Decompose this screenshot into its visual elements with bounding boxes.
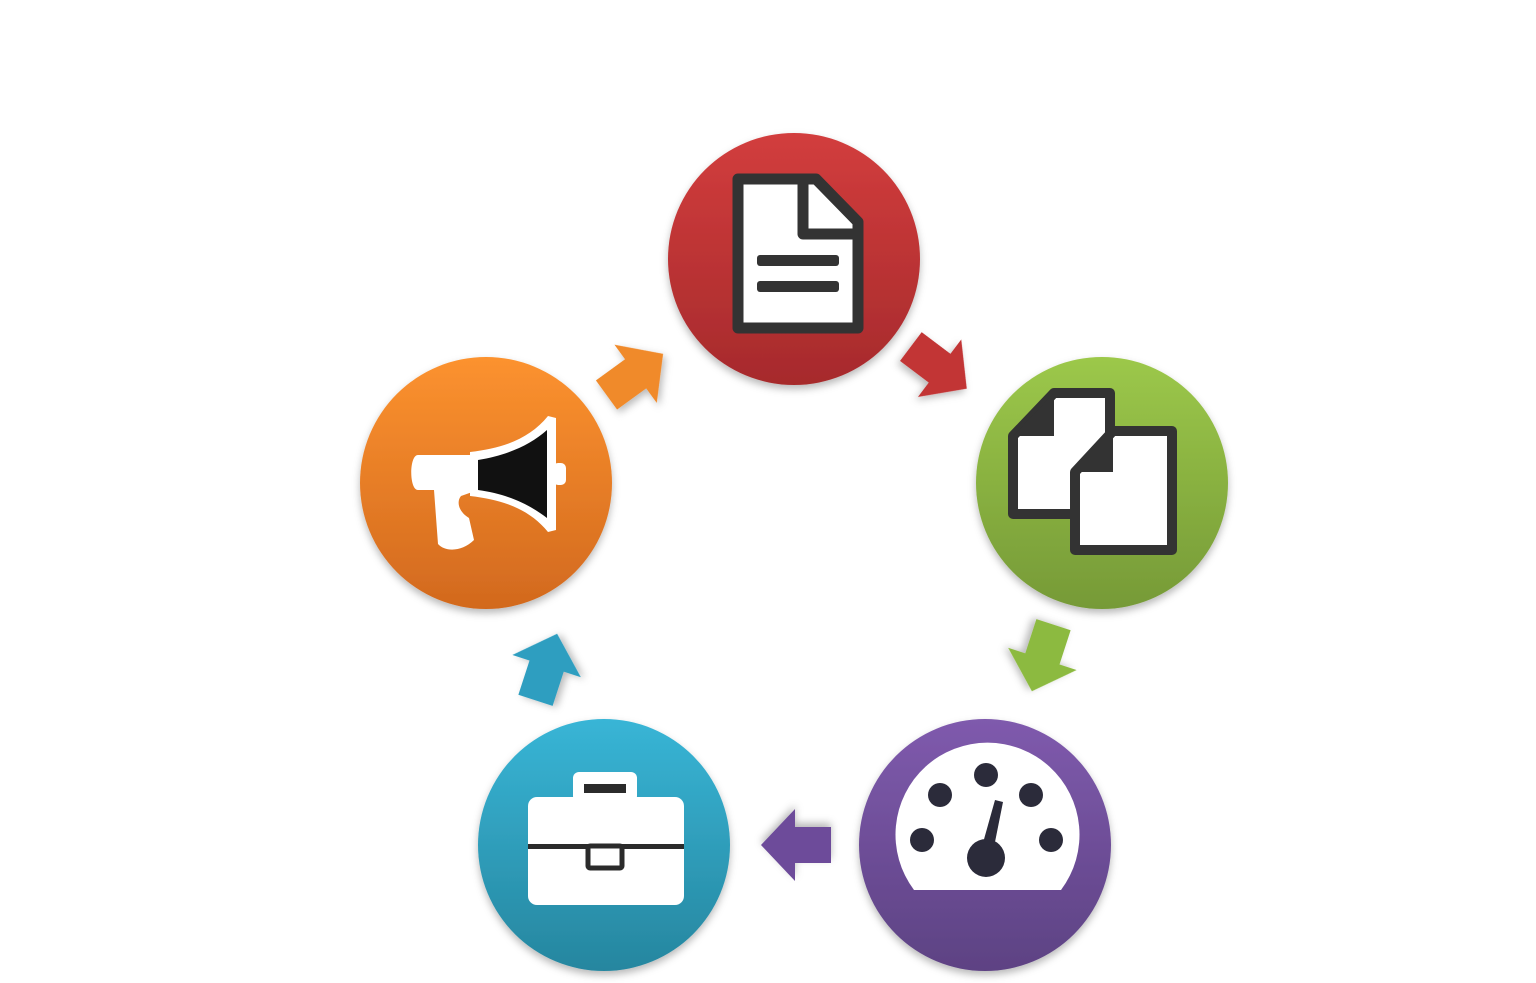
arrow-copy-to-dashboard — [997, 613, 1088, 703]
step-document — [668, 133, 920, 385]
step-copy — [976, 357, 1228, 609]
speedometer-icon — [895, 742, 1080, 890]
step-announce — [360, 357, 612, 609]
arrow-announce-to-document — [585, 324, 685, 425]
copy-documents-icon — [1008, 388, 1177, 555]
step-dashboard — [859, 719, 1111, 971]
arrow-dashboard-to-briefcase — [761, 809, 831, 881]
arrow-briefcase-to-announce — [501, 622, 592, 712]
arrow-document-to-copy — [889, 317, 989, 418]
document-icon — [732, 173, 864, 334]
step-briefcase — [478, 719, 730, 971]
briefcase-icon — [528, 772, 684, 905]
megaphone-icon — [411, 416, 566, 550]
